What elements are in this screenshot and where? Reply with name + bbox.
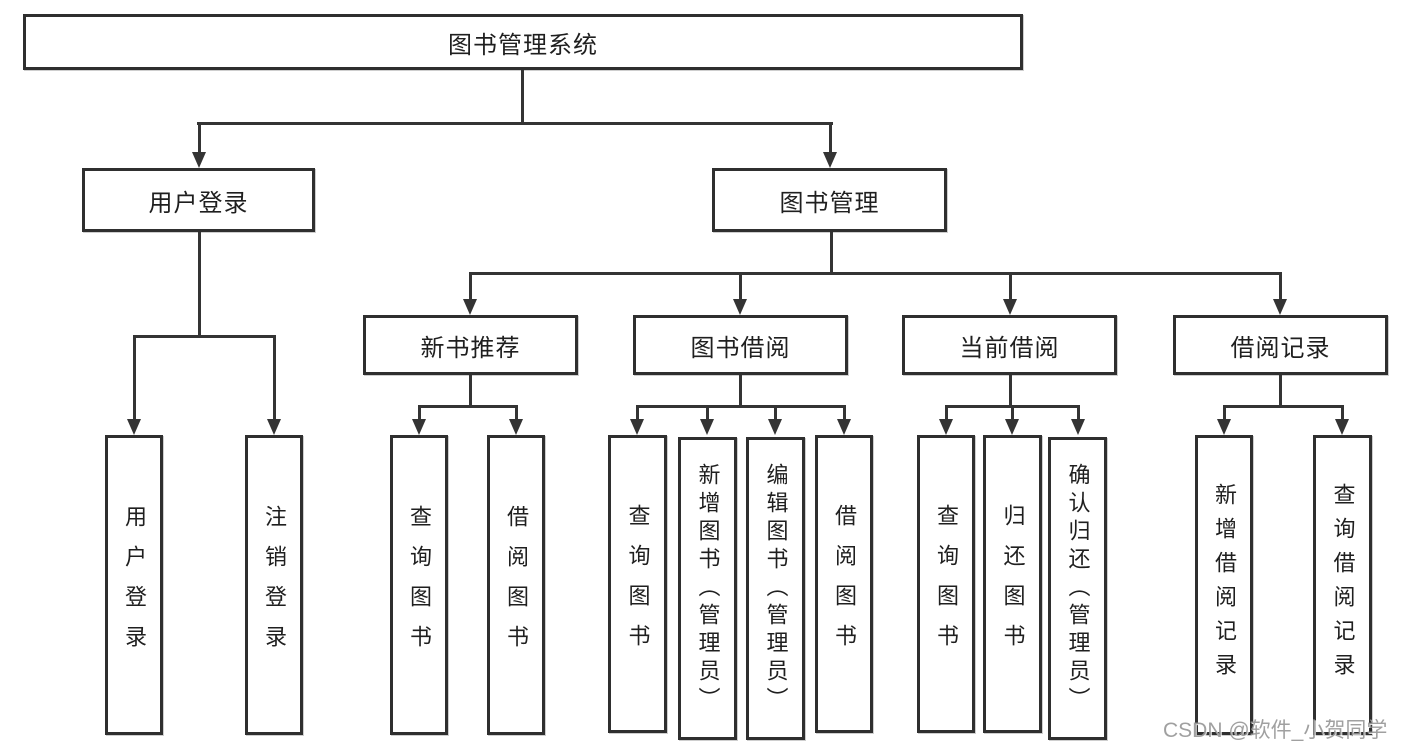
connector-user-login-crossbar <box>133 335 276 338</box>
connector-s4-drop1 <box>1223 405 1226 419</box>
connector-root-crossbar <box>197 122 833 125</box>
leaf-s4-query-borrow-record-box: 查询借阅记录 <box>1313 435 1372 735</box>
node-new-book-recommend-label: 新书推荐 <box>420 334 521 362</box>
leaf-s1-query-books-box: 查询图书 <box>390 435 448 735</box>
arrowhead-s3-c2 <box>1005 419 1019 435</box>
connector-s2-drop4 <box>843 405 846 419</box>
connector-drop-new-book <box>469 272 472 300</box>
root-node-label: 图书管理系统 <box>448 31 598 59</box>
connector-s2-stem <box>739 375 742 405</box>
connector-s2-drop3 <box>774 405 777 419</box>
leaf-s2-edit-books-admin-box: 编辑图书（管理员） <box>746 437 805 740</box>
connector-drop-borrow-records <box>1279 272 1282 300</box>
connector-user-login-stem <box>198 232 201 335</box>
arrowhead-s3-c1 <box>939 419 953 435</box>
node-book-management-label: 图书管理 <box>779 189 880 217</box>
arrowhead-s2-c3 <box>768 419 782 435</box>
leaf-s3-query-books-label: 查询图书 <box>934 504 959 664</box>
arrowhead-s3-c3 <box>1071 419 1085 435</box>
arrowhead-new-book <box>463 299 477 315</box>
node-current-borrow-box: 当前借阅 <box>902 315 1117 375</box>
connector-s4-stem <box>1279 375 1282 405</box>
connector-s2-drop2 <box>706 405 709 419</box>
connector-s4-drop2 <box>1341 405 1344 419</box>
leaf-s2-query-books-box: 查询图书 <box>608 435 667 733</box>
arrowhead-s1-c2 <box>509 419 523 435</box>
arrowhead-s1-c1 <box>412 419 426 435</box>
leaf-s3-query-books-box: 查询图书 <box>917 435 975 733</box>
leaf-s2-add-books-admin-box: 新增图书（管理员） <box>678 437 737 740</box>
connector-drop-user-login <box>198 122 201 154</box>
leaf-user-login-box: 用户登录 <box>105 435 163 735</box>
leaf-s3-confirm-return-admin-box: 确认归还（管理员） <box>1048 437 1107 740</box>
connector-s3-drop2 <box>1011 405 1014 419</box>
arrowhead-s4-c1 <box>1217 419 1231 435</box>
connector-s1-stem <box>469 375 472 405</box>
connector-drop-current-borrow <box>1009 272 1012 300</box>
leaf-s4-query-borrow-record-label: 查询借阅记录 <box>1330 483 1356 687</box>
connector-drop-book-borrow <box>739 272 742 300</box>
connector-book-mgmt-stem <box>830 232 833 272</box>
leaf-s2-query-books-label: 查询图书 <box>625 504 651 664</box>
node-borrow-records-box: 借阅记录 <box>1173 315 1388 375</box>
connector-s1-drop1 <box>418 405 421 419</box>
arrowhead-s2-c1 <box>630 419 644 435</box>
leaf-s1-borrow-books-box: 借阅图书 <box>487 435 545 735</box>
connector-s1-drop2 <box>515 405 518 419</box>
leaf-s1-borrow-books-label: 借阅图书 <box>504 505 529 665</box>
connector-drop-book-management <box>829 122 832 154</box>
arrowhead-logout <box>267 419 281 435</box>
connector-s4-crossbar <box>1223 405 1344 408</box>
arrowhead-current-borrow <box>1003 299 1017 315</box>
arrowhead-book-management <box>823 152 837 168</box>
connector-s1-crossbar <box>418 405 518 408</box>
connector-drop-login <box>133 335 136 419</box>
node-book-borrow-box: 图书借阅 <box>633 315 848 375</box>
leaf-user-login-label: 用户登录 <box>122 505 147 665</box>
arrowhead-s2-c4 <box>837 419 851 435</box>
leaf-logout-box: 注销登录 <box>245 435 303 735</box>
arrowhead-book-borrow <box>733 299 747 315</box>
leaf-s3-confirm-return-admin-label: 确认归还（管理员） <box>1065 462 1091 715</box>
connector-root-stem <box>521 70 524 122</box>
connector-s3-stem <box>1009 375 1012 405</box>
leaf-s4-add-borrow-record-label: 新增借阅记录 <box>1212 483 1237 687</box>
node-current-borrow-label: 当前借阅 <box>959 334 1060 362</box>
leaf-s2-borrow-books-label: 借阅图书 <box>832 504 857 664</box>
csdn-watermark: CSDN @软件_小贺同学 <box>1163 719 1388 742</box>
leaf-s3-return-books-box: 归还图书 <box>983 435 1042 733</box>
arrowhead-s2-c2 <box>700 419 714 435</box>
leaf-s4-add-borrow-record-box: 新增借阅记录 <box>1195 435 1253 735</box>
connector-s2-drop1 <box>636 405 639 419</box>
connector-s2-crossbar <box>636 405 846 408</box>
connector-drop-logout <box>273 335 276 419</box>
connector-s3-drop1 <box>945 405 948 419</box>
node-book-borrow-label: 图书借阅 <box>690 334 791 362</box>
root-node-box: 图书管理系统 <box>23 14 1023 70</box>
node-user-login-box: 用户登录 <box>82 168 315 232</box>
leaf-s2-edit-books-admin-label: 编辑图书（管理员） <box>763 462 789 715</box>
leaf-s2-borrow-books-box: 借阅图书 <box>815 435 873 733</box>
arrowhead-s4-c2 <box>1335 419 1349 435</box>
node-book-management-box: 图书管理 <box>712 168 947 232</box>
leaf-s2-add-books-admin-label: 新增图书（管理员） <box>695 462 721 715</box>
node-user-login-label: 用户登录 <box>148 189 249 217</box>
leaf-logout-label: 注销登录 <box>262 505 287 665</box>
arrowhead-login <box>127 419 141 435</box>
connector-s3-drop3 <box>1077 405 1080 419</box>
connector-book-mgmt-crossbar <box>469 272 1282 275</box>
node-borrow-records-label: 借阅记录 <box>1230 334 1331 362</box>
leaf-s1-query-books-label: 查询图书 <box>407 505 432 665</box>
node-new-book-recommend-box: 新书推荐 <box>363 315 578 375</box>
arrowhead-user-login <box>192 152 206 168</box>
arrowhead-borrow-records <box>1273 299 1287 315</box>
leaf-s3-return-books-label: 归还图书 <box>1000 504 1026 664</box>
